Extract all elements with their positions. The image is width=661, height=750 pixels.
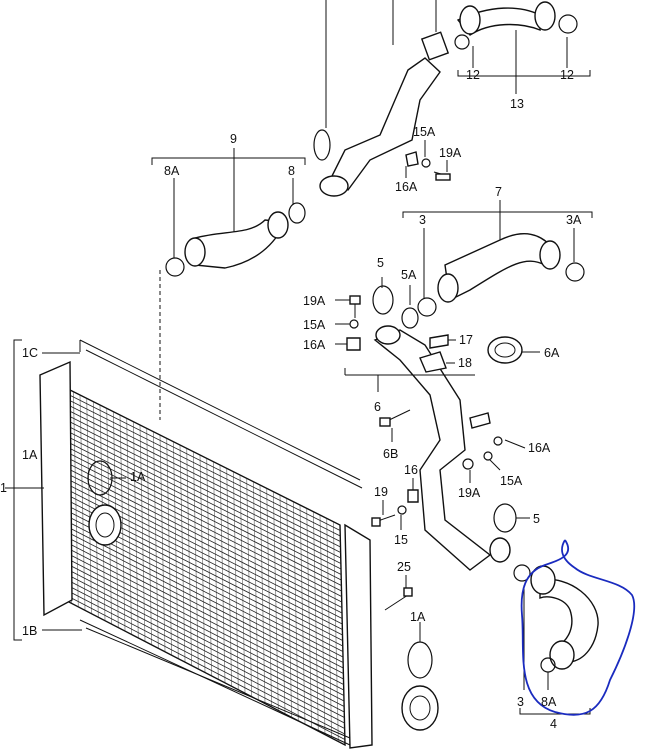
label-5-mid: 5 bbox=[377, 256, 384, 270]
hose-7 bbox=[402, 200, 593, 317]
core-tube-line bbox=[146, 428, 153, 645]
core-tube-line bbox=[72, 391, 79, 607]
core-tube-line bbox=[79, 394, 86, 611]
core-tube-line bbox=[86, 398, 93, 614]
label-1C: 1C bbox=[22, 346, 38, 360]
label-1B: 1B bbox=[22, 624, 37, 638]
label-1A-inner: 1A bbox=[130, 470, 146, 484]
label-1A-low: 1A bbox=[410, 610, 426, 624]
core-tube-line bbox=[232, 471, 239, 690]
label-5A: 5A bbox=[401, 268, 417, 282]
pipe-6 bbox=[344, 277, 511, 571]
label-15A-top: 15A bbox=[413, 125, 436, 139]
callout-labels: 12 12 13 15A 19A 16A 9 8A 8 7 3 3A 5 5A … bbox=[0, 68, 582, 731]
core-tube-line bbox=[326, 518, 333, 739]
label-16A-top: 16A bbox=[395, 180, 418, 194]
label-4: 4 bbox=[550, 717, 557, 731]
label-15A-right: 15A bbox=[500, 474, 523, 488]
label-12b: 12 bbox=[560, 68, 574, 82]
label-15A-mid: 15A bbox=[303, 318, 326, 332]
core-tube-line bbox=[152, 431, 159, 649]
label-17: 17 bbox=[459, 333, 473, 347]
core-tube-line bbox=[279, 494, 286, 714]
label-19A-mid: 19A bbox=[303, 294, 326, 308]
label-12a: 12 bbox=[466, 68, 480, 82]
core-tube-line bbox=[292, 501, 299, 721]
core-tube-line bbox=[199, 454, 206, 673]
core-tube-line bbox=[246, 478, 253, 697]
hose-4-highlighted bbox=[513, 539, 636, 716]
core-tube-line bbox=[272, 491, 279, 711]
core-tube-line bbox=[159, 434, 166, 652]
bolt-25 bbox=[384, 575, 413, 611]
upper-pressure-pipe bbox=[313, 0, 591, 197]
top-bolt-group bbox=[405, 140, 451, 181]
bolt-group-15-16-19 bbox=[371, 478, 419, 530]
inlet-1A-low bbox=[401, 622, 439, 731]
core-tube-line bbox=[139, 424, 146, 642]
label-3-low: 3 bbox=[517, 695, 524, 709]
core-tube-line bbox=[226, 468, 233, 687]
core-tube-line bbox=[119, 414, 126, 632]
label-6B: 6B bbox=[383, 447, 398, 461]
core-tube-line bbox=[166, 438, 173, 656]
label-6A: 6A bbox=[544, 346, 560, 360]
core-tube-line bbox=[259, 484, 266, 704]
label-1: 1 bbox=[0, 481, 7, 495]
core-tube-line bbox=[332, 521, 339, 742]
core-tube-line bbox=[186, 448, 193, 666]
intercooler-core bbox=[39, 270, 373, 749]
label-19A-top: 19A bbox=[439, 146, 462, 160]
bolt-6B bbox=[379, 409, 411, 442]
hose-9 bbox=[151, 148, 306, 277]
label-16A-mid: 16A bbox=[303, 338, 326, 352]
label-9: 9 bbox=[230, 132, 237, 146]
label-13: 13 bbox=[510, 97, 524, 111]
core-tube-line bbox=[312, 511, 319, 732]
core-tube-line bbox=[299, 504, 306, 725]
label-7: 7 bbox=[495, 185, 502, 199]
core-tube-line bbox=[266, 488, 273, 708]
label-15-mid: 15 bbox=[394, 533, 408, 547]
core-tube-line bbox=[126, 418, 133, 635]
label-16-mid: 16 bbox=[404, 463, 418, 477]
bracket-1 bbox=[5, 339, 82, 641]
sensor-17-18 bbox=[419, 334, 456, 373]
label-19-mid: 19 bbox=[374, 485, 388, 499]
core-tube-line bbox=[252, 481, 259, 701]
label-3A: 3A bbox=[566, 213, 582, 227]
label-8A-low: 8A bbox=[541, 695, 557, 709]
oring-5-low bbox=[493, 503, 530, 533]
label-8-top: 8 bbox=[288, 164, 295, 178]
core-tube-line bbox=[239, 474, 246, 694]
label-6: 6 bbox=[374, 400, 381, 414]
label-8A-top: 8A bbox=[164, 164, 180, 178]
core-tube-line bbox=[179, 444, 186, 663]
core-tube-line bbox=[306, 508, 313, 728]
label-16A-right: 16A bbox=[528, 441, 551, 455]
label-19A-right: 19A bbox=[458, 486, 481, 500]
core-tube-line bbox=[219, 464, 226, 683]
label-3-top: 3 bbox=[419, 213, 426, 227]
core-tube-line bbox=[206, 458, 213, 676]
label-5-low: 5 bbox=[533, 512, 540, 526]
mid-bolt-group bbox=[335, 295, 361, 351]
label-1A-left: 1A bbox=[22, 448, 38, 462]
core-tube-line bbox=[172, 441, 179, 659]
label-25: 25 bbox=[397, 560, 411, 574]
core-tube-line bbox=[286, 498, 293, 718]
core-tube-line bbox=[319, 514, 326, 735]
highlight-circle bbox=[520, 539, 636, 716]
label-18: 18 bbox=[458, 356, 472, 370]
cap-6A bbox=[487, 336, 540, 364]
core-tube-line bbox=[132, 421, 139, 638]
core-tube-line bbox=[212, 461, 219, 680]
right-bolt-group bbox=[462, 436, 526, 483]
inlet-1A-left bbox=[87, 460, 126, 546]
core-tube-line bbox=[192, 451, 199, 670]
